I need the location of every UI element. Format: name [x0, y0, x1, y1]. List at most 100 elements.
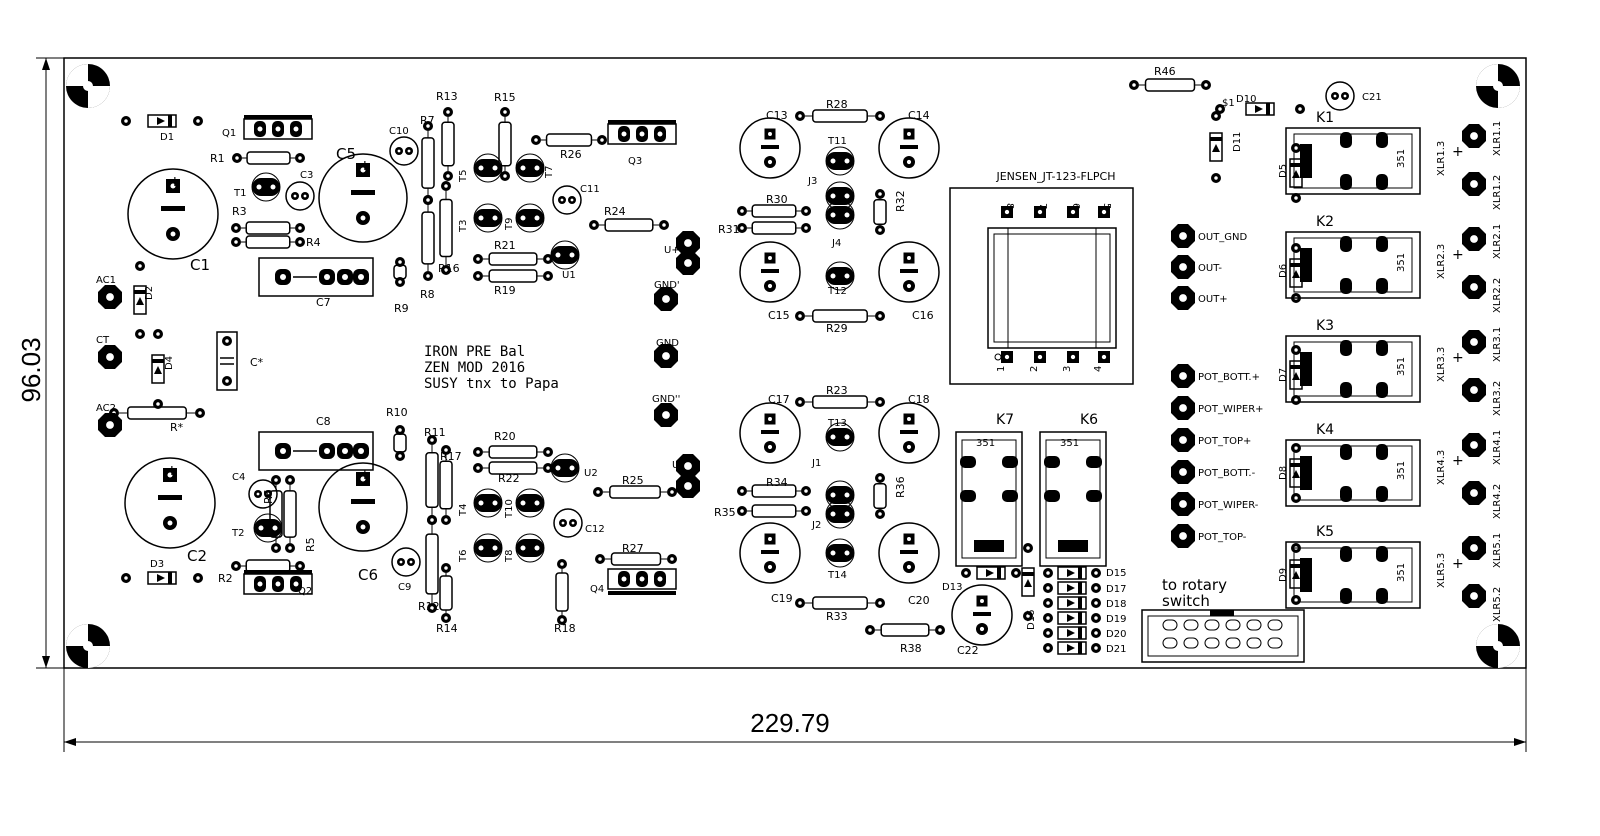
xlr-label: XLR5.2	[1492, 587, 1503, 622]
xlr-label: XLR3.1	[1492, 327, 1503, 362]
ribbon-header	[1141, 609, 1305, 663]
board-title-line-2: ZEN MOD 2016	[424, 360, 525, 376]
capacitor-medium: C16	[878, 241, 940, 322]
mounting-holes	[66, 64, 1520, 668]
transistor-label: T3	[458, 220, 469, 233]
capacitor-label: C10	[389, 126, 409, 137]
power-pad-label: U-	[672, 460, 683, 471]
capacitor-medium: C18	[878, 393, 940, 464]
resistor: R27	[595, 542, 677, 566]
transistor-small: T13	[825, 418, 855, 452]
resistor-label: R20	[494, 430, 516, 443]
diode: D4	[151, 329, 175, 409]
resistor: R33	[795, 596, 885, 623]
transistor-label: J4	[831, 238, 841, 249]
resistor-label: R23	[826, 384, 848, 397]
diode: D10	[1215, 94, 1305, 116]
capacitor-large: +C5	[318, 145, 408, 243]
output-pad-label: OUT-	[1198, 263, 1222, 274]
rotary-note-line-2: switch	[1162, 592, 1210, 610]
xlr-label: XLR1.2	[1492, 175, 1503, 210]
capacitor-label: C15	[768, 309, 790, 322]
diode-label: D8	[1278, 466, 1289, 480]
transistor-label: Q4	[590, 584, 604, 595]
resistor-label: R26	[560, 148, 582, 161]
diode-label: $1	[1222, 98, 1235, 109]
resistor: R22	[473, 461, 553, 485]
capacitor-label: C13	[766, 109, 788, 122]
svg-text:+: +	[359, 467, 371, 483]
ac-pad-label: CT	[96, 335, 110, 346]
resistor: R*	[109, 406, 205, 434]
diode: D20	[1043, 626, 1126, 640]
xlr-label: XLR4.1	[1492, 430, 1503, 465]
resistor: R29	[795, 309, 885, 335]
capacitor-label: C1	[190, 256, 210, 274]
dimension-width: 229.79	[63, 668, 1527, 752]
transistor-small: J3	[807, 176, 855, 211]
transistor-power: Q3	[607, 120, 677, 167]
svg-text:+: +	[359, 158, 371, 174]
transistor-small: T2	[231, 513, 283, 543]
resistor-label: R34	[766, 476, 788, 489]
transistor-label: T2	[231, 528, 244, 539]
resistor-label: R15	[494, 91, 516, 104]
resistor: R28	[795, 98, 885, 123]
diode: D3	[121, 559, 203, 585]
transistor-power: Q4	[590, 568, 677, 595]
xlr-label: XLR4.3	[1436, 450, 1447, 485]
transistor-small: J1	[811, 458, 855, 510]
transformer: JENSEN_JT-123-FLPCH	[949, 170, 1134, 385]
capacitor-label: C22	[957, 644, 979, 657]
width-dimension-label: 229.79	[750, 708, 830, 738]
resistor-label: R*	[170, 421, 184, 434]
transformer-pin-label: 6	[1070, 203, 1081, 209]
pot-pad: POT_BOTT.+	[1171, 364, 1260, 388]
rotary-note-line-1: to rotary	[1162, 576, 1227, 594]
transistor-small: T9	[504, 203, 545, 233]
diode: D2	[133, 261, 155, 339]
mounting-hole	[1476, 624, 1520, 668]
capacitor-small: C10	[389, 126, 419, 166]
transistor-label: J1	[811, 458, 821, 469]
transistor-label: T6	[458, 550, 469, 563]
capacitor-label: C3	[300, 170, 313, 181]
transformer-pin-label: 1	[996, 366, 1007, 372]
resistor-label: R31	[718, 223, 740, 236]
transformer-pin-label: 2	[1029, 366, 1040, 372]
xlr-label: XLR2.1	[1492, 224, 1503, 259]
ribbon-pins	[1162, 619, 1283, 649]
transistor-label: T10	[504, 499, 515, 519]
mounting-hole	[66, 624, 110, 668]
resistor: R30	[737, 193, 811, 218]
capacitor-film: C7	[258, 257, 374, 309]
resistor-label: R13	[436, 90, 458, 103]
transformer-pin-label: 3	[1062, 366, 1073, 372]
pot-pad: POT_TOP+	[1171, 428, 1251, 452]
pot-pad-label: POT_WIPER+	[1198, 404, 1264, 415]
transformer-pin-label: 4	[1093, 366, 1104, 372]
resistor: R25	[593, 474, 677, 499]
resistor-label: R30	[766, 193, 788, 206]
svg-text:+: +	[1452, 247, 1464, 263]
resistor: R21	[473, 239, 553, 266]
capacitor-label: C4	[232, 472, 245, 483]
transistor-label: T7	[544, 166, 555, 179]
capacitor-label: C14	[908, 109, 930, 122]
resistor: R19	[473, 269, 553, 297]
resistor: R13	[436, 90, 458, 181]
resistor: R23	[795, 384, 885, 409]
resistor-label: R11	[424, 426, 446, 439]
diode-label: D6	[1278, 264, 1289, 278]
resistor-label: R2	[218, 572, 233, 585]
transistor-small: T11	[825, 136, 855, 176]
resistor: R4	[231, 235, 321, 249]
capacitor-small: C9	[391, 547, 421, 593]
resistor: R15	[494, 91, 516, 181]
output-pad-label: OUT_GND	[1198, 232, 1248, 243]
resistor: R18	[554, 559, 576, 635]
diodes: D1D2D3D4D5D6D7D8D9D10D11D13D15D16D17D18D…	[121, 94, 1305, 655]
relay-part-label: 351	[976, 438, 995, 449]
